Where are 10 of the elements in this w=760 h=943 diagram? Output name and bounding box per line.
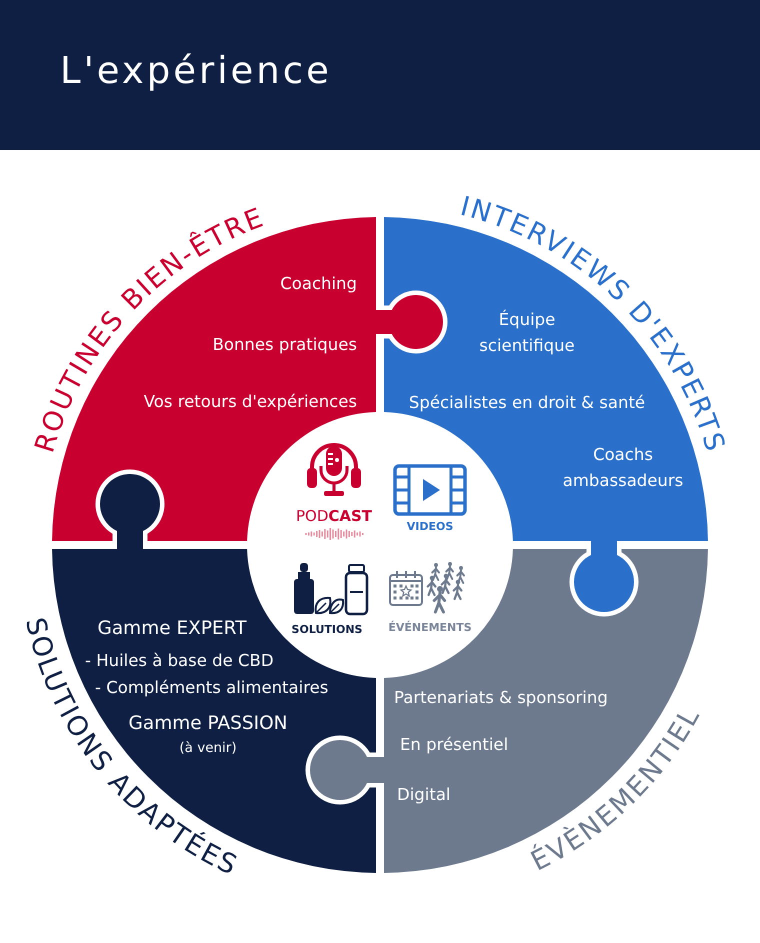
- item-label: Partenariats & sponsoring: [394, 687, 608, 709]
- icon-caption: ÉVÉNEMENTS: [388, 621, 472, 635]
- item-label: En présentiel: [400, 734, 508, 756]
- icon-caption: SOLUTIONS: [292, 623, 362, 637]
- icon-caption: PODCAST: [296, 507, 372, 525]
- icon-caption: VIDEOS: [406, 520, 454, 534]
- item-label: Coaching: [280, 273, 357, 295]
- item-label: Digital: [397, 784, 451, 806]
- item-label: Coachs ambassadeurs: [562, 445, 684, 492]
- page-title: L'expérience: [60, 48, 332, 94]
